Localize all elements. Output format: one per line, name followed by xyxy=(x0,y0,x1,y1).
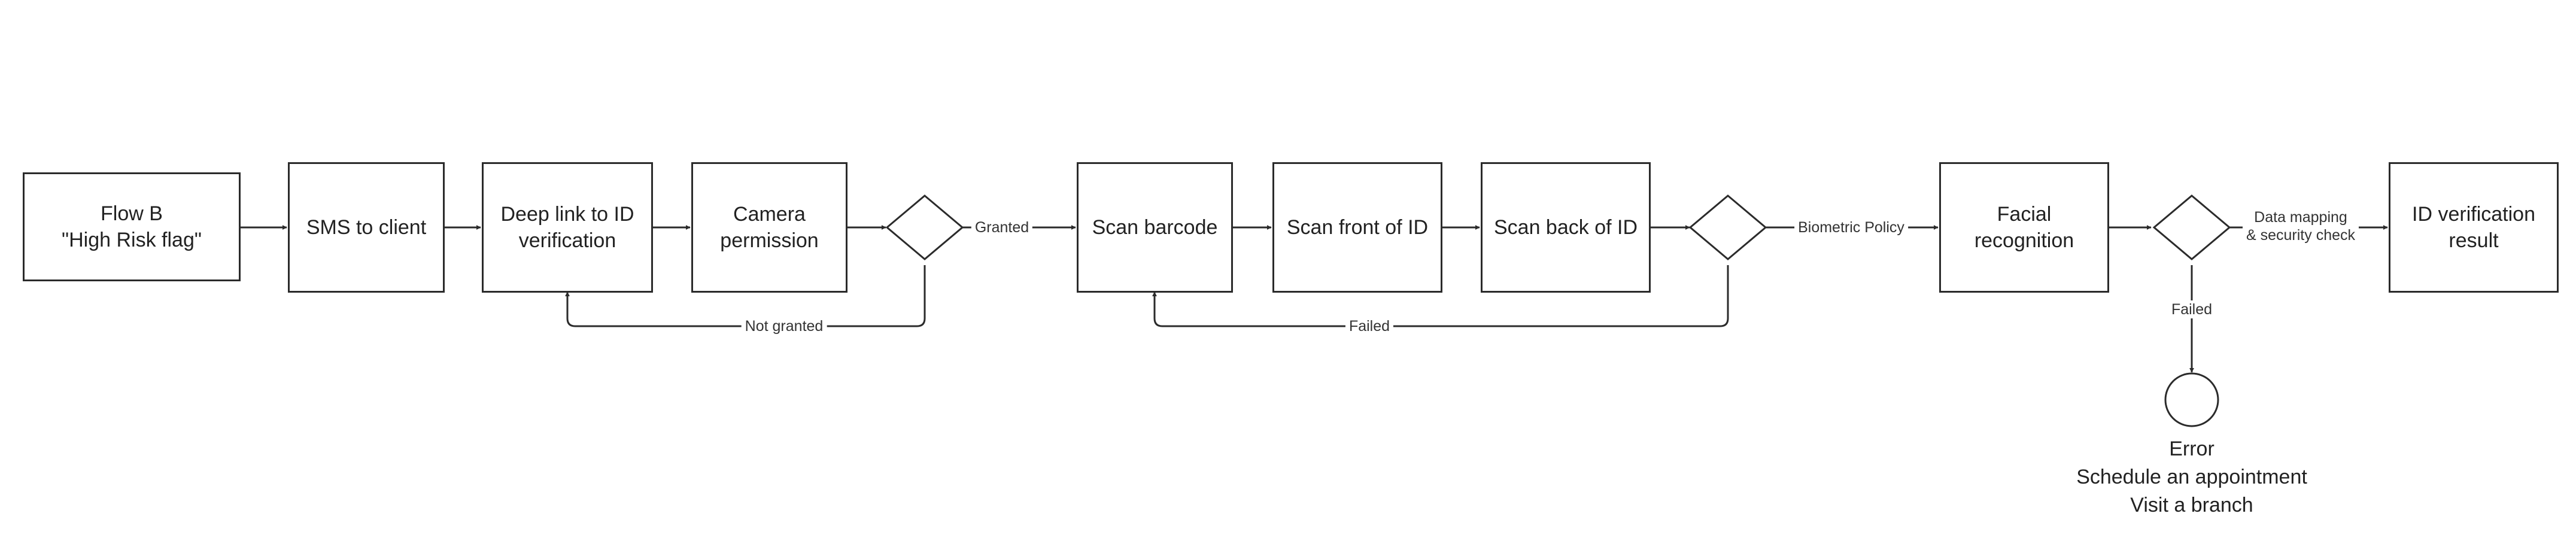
decision-biometric xyxy=(1688,195,1767,260)
decision-camera-granted xyxy=(885,195,964,260)
node-scan-back-label: Scan back of ID xyxy=(1493,216,1638,239)
node-deep-link: Deep link to ID verification xyxy=(482,162,653,293)
node-sms-to-client: SMS to client xyxy=(288,162,445,293)
node-scan-barcode-label: Scan barcode xyxy=(1092,216,1218,239)
node-scan-barcode: Scan barcode xyxy=(1077,162,1233,293)
end-error-circle xyxy=(2164,372,2219,427)
edge-label-failed-face: Failed xyxy=(2167,300,2216,318)
end-error-branch: Visit a branch xyxy=(2130,494,2253,516)
node-camera-permission: Camera permission xyxy=(691,162,847,293)
node-camera-label: Camera permission xyxy=(720,203,819,252)
edge-label-granted: Granted xyxy=(971,218,1033,236)
node-scan-front: Scan front of ID xyxy=(1272,162,1442,293)
node-flow-b: Flow B "High Risk flag" xyxy=(23,172,241,281)
end-error-text: Error Schedule an appointment Visit a br… xyxy=(1952,435,2431,519)
node-id-verification-result: ID verification result xyxy=(2389,162,2559,293)
node-scan-front-label: Scan front of ID xyxy=(1286,216,1429,239)
node-deep-link-label: Deep link to ID verification xyxy=(500,203,634,252)
node-scan-back: Scan back of ID xyxy=(1481,162,1651,293)
end-error-appointment: Schedule an appointment xyxy=(2076,466,2307,488)
node-facial-label: Facial recognition xyxy=(1974,203,2074,252)
end-error-title: Error xyxy=(2169,437,2214,460)
node-facial-recognition: Facial recognition xyxy=(1939,162,2109,293)
node-sms-label: SMS to client xyxy=(306,216,427,239)
edge-label-not-granted: Not granted xyxy=(741,317,827,335)
arrow-failed-scan-loop xyxy=(1152,265,1729,327)
node-result-label: ID verification result xyxy=(2412,203,2535,252)
edge-label-failed-scan: Failed xyxy=(1345,317,1394,335)
decision-facial-check xyxy=(2152,195,2231,260)
edge-label-data-mapping: Data mapping & security check xyxy=(2242,208,2359,244)
edge-label-biometric-policy: Biometric Policy xyxy=(1794,218,1908,236)
node-flow-b-label: Flow B "High Risk flag" xyxy=(62,202,202,251)
